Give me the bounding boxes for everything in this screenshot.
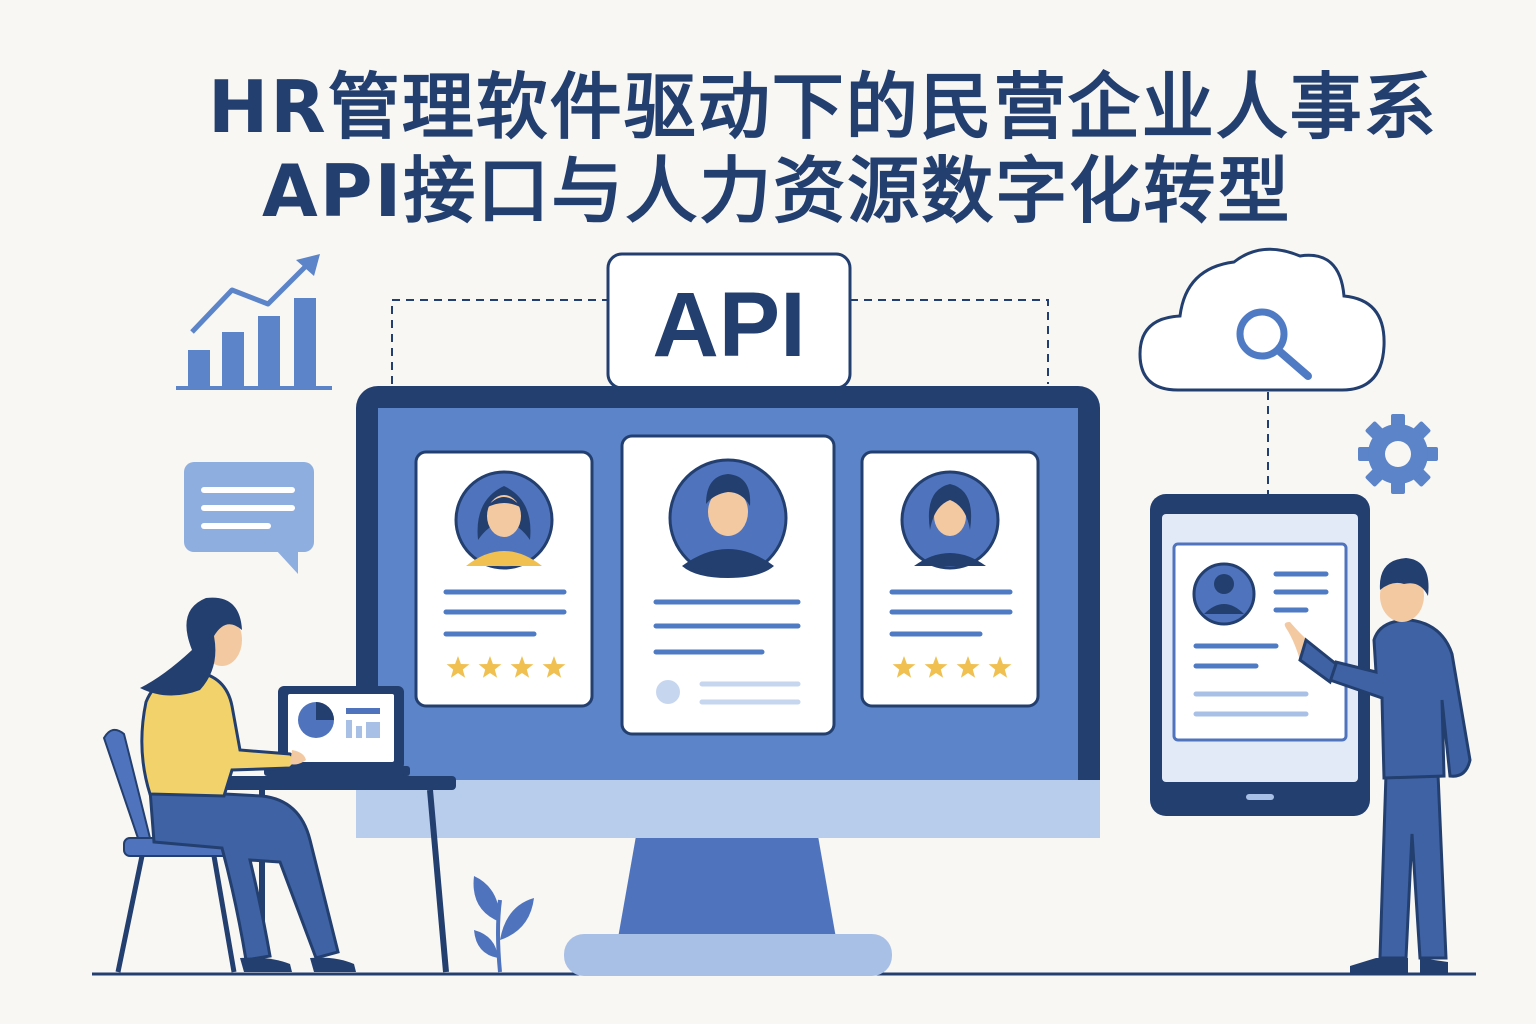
profile-card-3: [860, 450, 1040, 708]
star-icon: [478, 656, 502, 678]
plant-icon: [473, 876, 534, 973]
title-line-2: API接口与人力资源数字化转型: [262, 149, 1292, 233]
star-icon: [542, 656, 566, 678]
gear-icon: [1358, 414, 1438, 494]
chat-bubble-icon: [184, 462, 314, 574]
growth-chart-icon: [176, 254, 332, 390]
title-line-1: HR管理软件驱动下的民营企业人事系: [208, 65, 1438, 149]
star-icon: [924, 656, 948, 678]
star-icon: [446, 656, 470, 678]
star-icon: [988, 656, 1012, 678]
laptop: [264, 686, 410, 776]
profile-card-2: [620, 434, 836, 736]
star-icon: [892, 656, 916, 678]
api-label: API: [652, 274, 805, 376]
star-icon: [510, 656, 534, 678]
woman-figure: [140, 597, 356, 972]
man-figure: [1284, 558, 1472, 974]
cloud-search-icon: [1138, 247, 1386, 392]
star-icon: [956, 656, 980, 678]
profile-card-1: [414, 450, 594, 708]
tablet-device: [1150, 494, 1370, 816]
